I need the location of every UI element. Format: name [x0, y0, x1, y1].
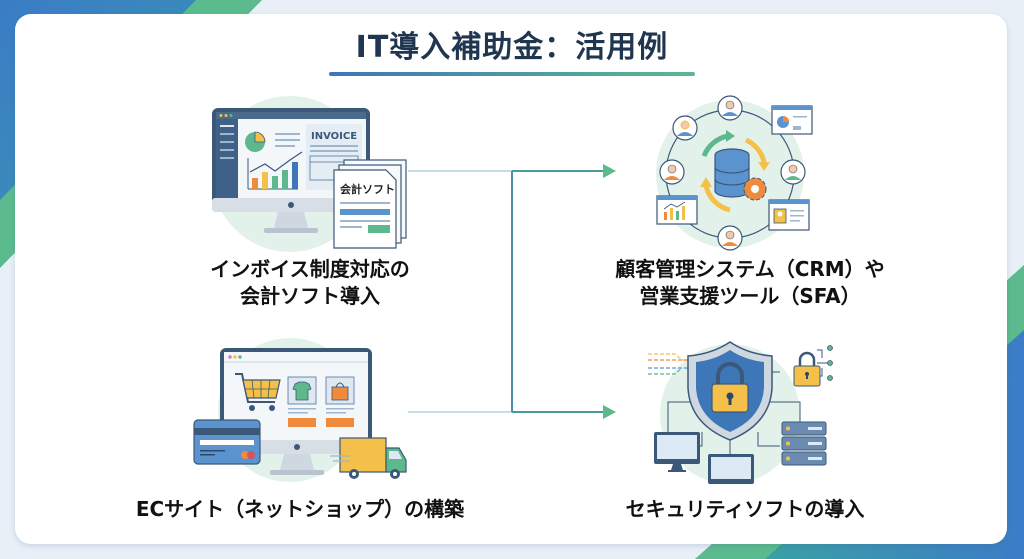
- person-node-right: [780, 159, 806, 185]
- invoice-heading-text: INVOICE: [311, 131, 357, 142]
- ecommerce-shop-icon: [193, 338, 407, 482]
- person-node-upper-left: [672, 115, 698, 141]
- invoice-accounting-software-icon: INVOICE 会計ソフト: [212, 96, 407, 252]
- label-crm-line2: 営業支援ツール（SFA）: [639, 284, 861, 308]
- label-security-line1: セキュリティソフトの導入: [625, 497, 865, 521]
- label-crm-line1: 顧客管理システム（CRM）や: [615, 257, 885, 281]
- label-invoice: インボイス制度対応の 会計ソフト導入: [160, 256, 460, 310]
- label-ec-line1: ECサイト（ネットショップ）の構築: [135, 497, 465, 521]
- label-security: セキュリティソフトの導入: [570, 496, 920, 523]
- crm-network-icon: [656, 95, 813, 251]
- person-node-left: [659, 159, 685, 185]
- arrow-head-bottom: [603, 405, 616, 419]
- document-label-text: 会計ソフト: [340, 182, 395, 196]
- title-underline: [329, 72, 695, 76]
- person-node-bottom: [717, 225, 743, 251]
- server-rack: [781, 421, 827, 466]
- security-shield-icon: [648, 341, 833, 484]
- page-title: IT導入補助金：活用例: [355, 30, 669, 65]
- label-ec: ECサイト（ネットショップ）の構築: [100, 496, 500, 523]
- label-crm: 顧客管理システム（CRM）や 営業支援ツール（SFA）: [570, 256, 930, 310]
- label-invoice-line2: 会計ソフト導入: [240, 284, 380, 308]
- arrow-head-top: [603, 164, 616, 178]
- label-invoice-line1: インボイス制度対応の: [210, 257, 410, 281]
- person-node-top: [717, 95, 743, 121]
